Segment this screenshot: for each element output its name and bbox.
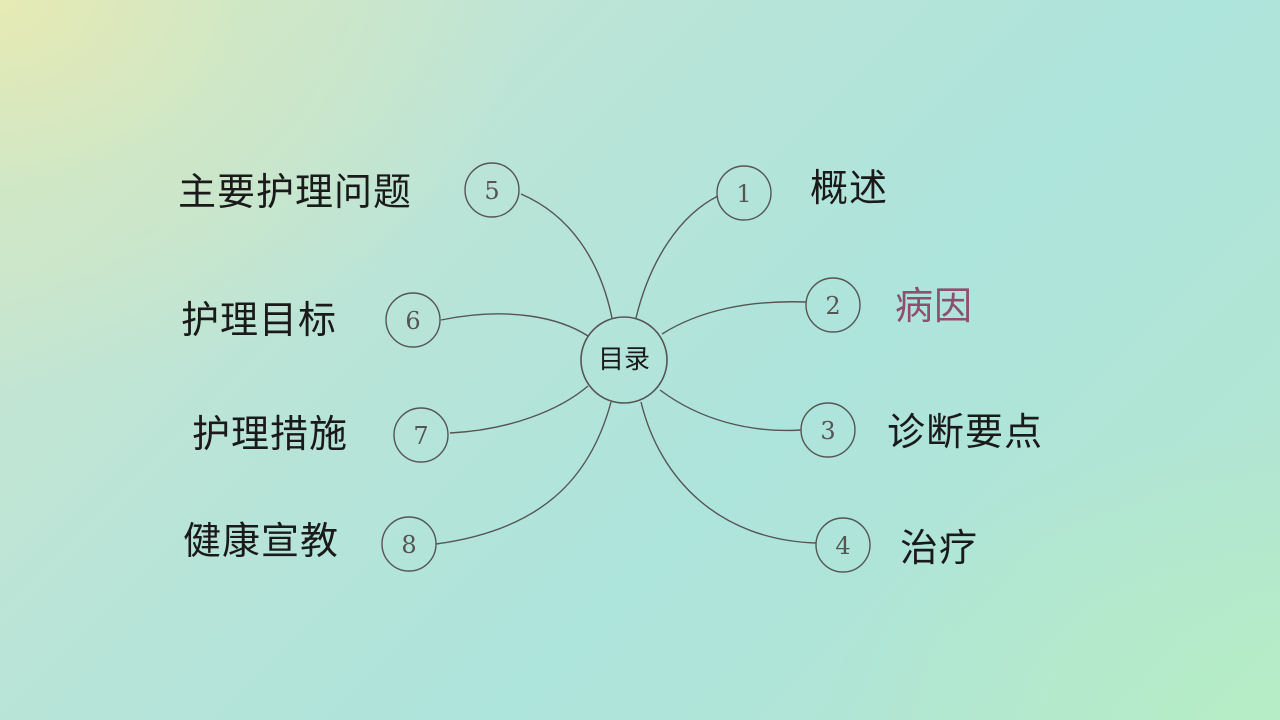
number-node-8: 8 (381, 516, 437, 572)
number-node-2: 2 (805, 277, 861, 333)
connector-6 (440, 313, 589, 337)
number-node-1: 1 (716, 165, 772, 221)
number-label-8: 8 (401, 531, 416, 559)
connector-1 (635, 195, 719, 319)
connector-7 (449, 385, 589, 434)
connector-3 (659, 389, 802, 432)
number-label-6: 6 (405, 307, 420, 335)
number-node-5: 5 (464, 162, 520, 218)
number-label-5: 5 (484, 177, 499, 205)
number-label-3: 3 (820, 417, 835, 445)
item-label-1: 概述 (810, 166, 889, 210)
item-label-5: 主要护理问题 (178, 170, 413, 214)
item-label-7: 护理措施 (192, 412, 349, 456)
number-node-4: 4 (815, 517, 871, 573)
number-node-6: 6 (385, 292, 441, 348)
connector-2 (661, 301, 807, 335)
item-label-2: 病因 (895, 284, 974, 328)
center-node (580, 316, 668, 404)
connector-8 (435, 401, 612, 545)
item-label-6: 护理目标 (181, 298, 338, 342)
number-label-7: 7 (413, 422, 428, 450)
number-node-7: 7 (393, 407, 449, 463)
item-label-8: 健康宣教 (183, 519, 340, 563)
item-label-3: 诊断要点 (887, 410, 1044, 454)
number-label-4: 4 (835, 532, 850, 560)
connector-4 (640, 401, 817, 544)
number-label-1: 1 (736, 180, 751, 208)
center-label: 目录 (598, 345, 651, 375)
number-node-3: 3 (800, 402, 856, 458)
number-label-2: 2 (825, 292, 840, 320)
connector-5 (520, 193, 613, 319)
item-label-4: 治疗 (900, 526, 979, 570)
